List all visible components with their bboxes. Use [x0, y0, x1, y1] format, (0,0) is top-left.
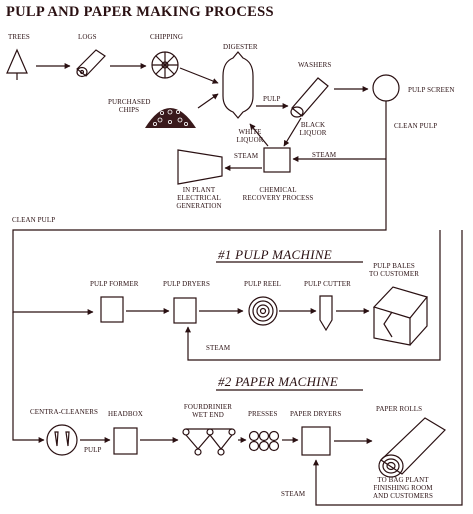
log-icon — [76, 49, 106, 78]
washer-drum-icon — [290, 77, 329, 118]
pulp-machine-heading: #1 PULP MACHINE — [218, 247, 333, 262]
headbox-box — [113, 427, 138, 455]
steam-label-top: STEAM — [312, 151, 337, 159]
chips-pile-icon — [145, 108, 196, 128]
arrow-chips-digester — [197, 93, 219, 109]
chemical-recovery-box — [263, 147, 291, 173]
digester-vessel — [222, 51, 254, 119]
steam-line-paper — [313, 230, 463, 506]
paper-roll-icon — [378, 417, 446, 478]
clean-pulp-top-label: CLEAN PULP — [394, 122, 438, 130]
steam-label-recovery: STEAM — [234, 152, 259, 160]
pulp-flow-label: PULP — [263, 95, 281, 103]
paper-machine-heading: #2 PAPER MACHINE — [218, 374, 339, 389]
arrow-clean-pulp-paper — [12, 312, 45, 443]
pulp-former-label: PULP FORMER — [90, 280, 139, 288]
paper-dryers-label: PAPER DRYERS — [290, 410, 342, 418]
presses-label: PRESSES — [248, 410, 278, 418]
pulp-former-box — [100, 296, 124, 323]
pulp-cutter-label: PULP CUTTER — [304, 280, 351, 288]
pulp-reel-icon — [248, 296, 278, 326]
chipping-wheel-icon — [151, 51, 179, 79]
turbine-icon — [177, 149, 223, 185]
steam-line-pulp — [185, 230, 441, 361]
digester-label: DIGESTER — [223, 43, 258, 51]
clean-pulp-left-label: CLEAN PULP — [12, 216, 56, 224]
centra-cleaners-label: CENTRA-CLEANERS — [30, 408, 98, 416]
chipping-label: CHIPPING — [150, 33, 184, 41]
pulp-flow-label-2: PULP — [84, 446, 102, 454]
steam-label-paper: STEAM — [281, 490, 306, 498]
logs-label: LOGS — [78, 33, 97, 41]
trees-label: TREES — [8, 33, 30, 41]
pulp-bale-icon — [372, 286, 429, 346]
presses-icon — [248, 430, 280, 452]
paper-dryers-box — [301, 426, 331, 456]
arrow-chipping-digester — [179, 67, 219, 84]
arrow-washers-recovery — [283, 117, 302, 147]
pulp-cutter-icon — [319, 295, 333, 332]
headbox-label: HEADBOX — [108, 410, 143, 418]
arrow-recovery-digester — [249, 123, 269, 147]
tree-icon — [6, 48, 28, 80]
steam-label-pulp: STEAM — [206, 344, 231, 352]
arrow-clean-pulp — [12, 101, 387, 315]
pulp-dryers-box — [173, 297, 197, 324]
centra-cleaners-icon — [46, 424, 78, 456]
page-title: PULP AND PAPER MAKING PROCESS — [6, 4, 274, 20]
paper-rolls-label: PAPER ROLLS — [376, 405, 423, 413]
fourdrinier-icon — [182, 428, 236, 456]
washers-label: WASHERS — [298, 61, 332, 69]
pulp-reel-label: PULP REEL — [244, 280, 282, 288]
pulp-screen-label: PULP SCREEN — [408, 86, 455, 94]
pulp-screen-circle — [372, 74, 400, 102]
pulp-dryers-label: PULP DRYERS — [163, 280, 210, 288]
